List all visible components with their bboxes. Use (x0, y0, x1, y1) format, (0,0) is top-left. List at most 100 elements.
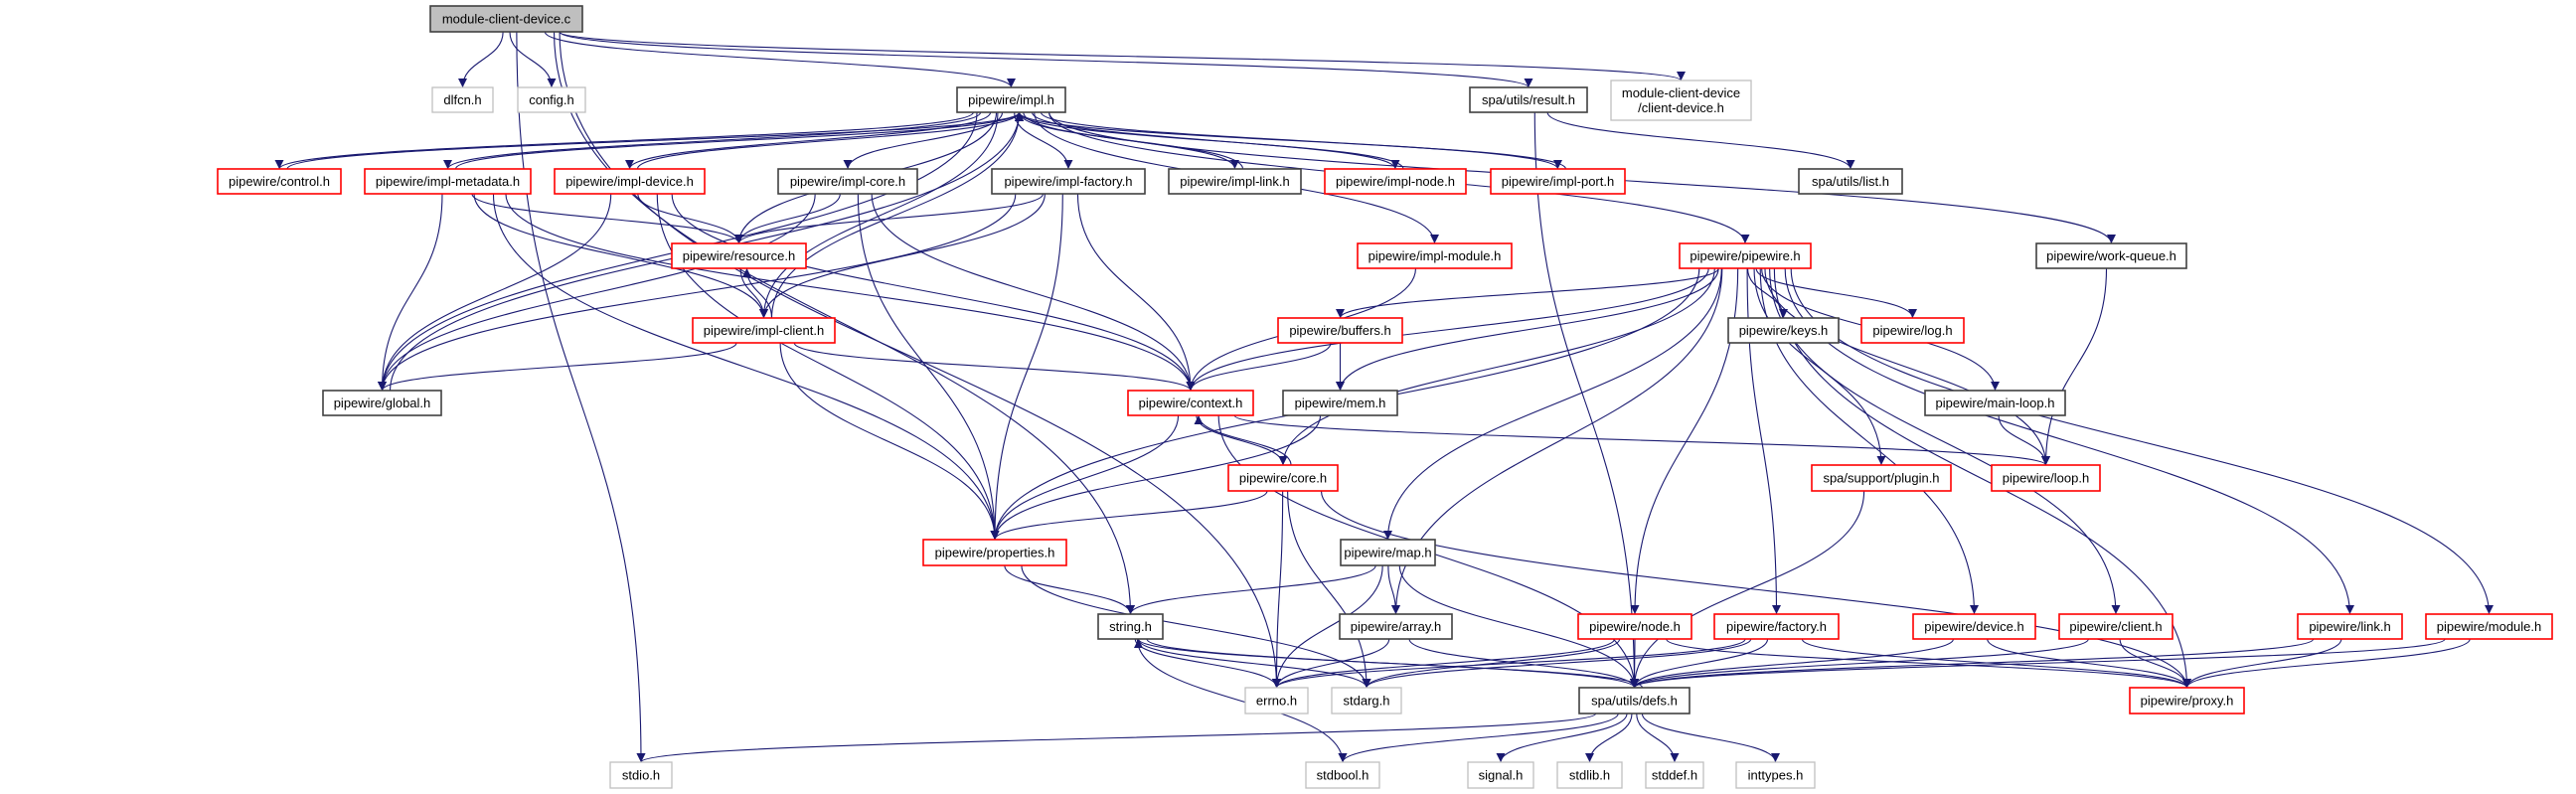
node-pipewire[interactable]: pipewire/pipewire.h (1679, 242, 1812, 269)
edge-core-to-errno (1272, 490, 1284, 689)
node-implclient[interactable]: pipewire/impl-client.h (692, 317, 836, 344)
node-box[interactable] (1991, 464, 2101, 492)
node-buffers[interactable]: pipewire/buffers.h (1277, 317, 1403, 344)
node-box (1556, 761, 1623, 789)
node-box[interactable] (1127, 390, 1254, 416)
node-box[interactable] (1339, 613, 1453, 640)
node-label: pipewire/work-queue.h (2046, 248, 2176, 263)
node-properties[interactable]: pipewire/properties.h (922, 539, 1067, 566)
node-box[interactable] (2297, 613, 2403, 640)
node-plugin[interactable]: spa/support/plugin.h (1811, 464, 1952, 492)
node-label: pipewire/log.h (1872, 323, 1952, 338)
node-box[interactable] (1357, 242, 1513, 269)
edge-metadata-to-properties (492, 193, 1000, 541)
node-string[interactable]: string.h (1097, 613, 1164, 640)
node-box[interactable] (671, 242, 807, 269)
node-node[interactable]: pipewire/node.h (1577, 613, 1692, 640)
node-box[interactable] (1578, 687, 1690, 715)
node-box[interactable] (1282, 390, 1398, 416)
node-client[interactable]: pipewire/client.h (2058, 613, 2174, 640)
node-box[interactable] (1097, 613, 1164, 640)
node-link[interactable]: pipewire/link.h (2297, 613, 2403, 640)
node-box[interactable] (2129, 687, 2245, 715)
edge-implcore-to-context (871, 193, 1196, 392)
node-box[interactable] (1860, 317, 1965, 344)
node-box[interactable] (1340, 539, 1436, 566)
node-box[interactable] (1727, 317, 1840, 344)
node-cdh: module-client-device/client-device.h (1610, 79, 1752, 121)
node-metadata[interactable]: pipewire/impl-metadata.h (364, 168, 532, 195)
node-box[interactable] (217, 168, 342, 195)
node-implport[interactable]: pipewire/impl-port.h (1490, 168, 1626, 195)
node-control[interactable]: pipewire/control.h (217, 168, 342, 195)
node-implcore[interactable]: pipewire/impl-core.h (777, 168, 918, 195)
node-result[interactable]: spa/utils/result.h (1469, 86, 1588, 113)
node-box[interactable] (2058, 613, 2174, 640)
node-label: spa/utils/list.h (1812, 174, 1889, 189)
node-impldevice[interactable]: pipewire/impl-device.h (554, 168, 706, 195)
node-global[interactable]: pipewire/global.h (322, 390, 442, 416)
edges-layer (274, 31, 2494, 763)
node-mem[interactable]: pipewire/mem.h (1282, 390, 1398, 416)
edge-implclient-to-properties (779, 342, 1000, 541)
node-box[interactable] (1811, 464, 1952, 492)
node-label: pipewire/loop.h (2003, 471, 2089, 486)
node-factory[interactable]: pipewire/factory.h (1713, 613, 1840, 640)
node-workqueue[interactable]: pipewire/work-queue.h (2035, 242, 2187, 269)
node-box[interactable] (1227, 464, 1339, 492)
node-box[interactable] (2035, 242, 2187, 269)
node-loop[interactable]: pipewire/loop.h (1991, 464, 2101, 492)
node-box[interactable] (364, 168, 532, 195)
node-box[interactable] (1469, 86, 1588, 113)
node-box[interactable] (1679, 242, 1812, 269)
node-device[interactable]: pipewire/device.h (1912, 613, 2036, 640)
node-label: pipewire/factory.h (1726, 619, 1827, 634)
node-impl[interactable]: pipewire/impl.h (956, 86, 1066, 113)
node-impllink[interactable]: pipewire/impl-link.h (1168, 168, 1302, 195)
node-list[interactable]: spa/utils/list.h (1798, 168, 1903, 195)
node-box[interactable] (1490, 168, 1626, 195)
node-box[interactable] (1577, 613, 1692, 640)
node-box[interactable] (956, 86, 1066, 113)
node-resource[interactable]: pipewire/resource.h (671, 242, 807, 269)
edge-impl-to-control (274, 111, 974, 170)
node-box[interactable] (1168, 168, 1302, 195)
node-box[interactable] (922, 539, 1067, 566)
node-box[interactable] (1277, 317, 1403, 344)
node-proxy[interactable]: pipewire/proxy.h (2129, 687, 2245, 715)
node-box[interactable] (692, 317, 836, 344)
node-defs[interactable]: spa/utils/defs.h (1578, 687, 1690, 715)
node-implfactory[interactable]: pipewire/impl-factory.h (991, 168, 1146, 195)
node-label: /client-device.h (1638, 100, 1724, 115)
node-box[interactable] (2425, 613, 2553, 640)
node-context[interactable]: pipewire/context.h (1127, 390, 1254, 416)
node-box[interactable] (1324, 168, 1467, 195)
node-map[interactable]: pipewire/map.h (1340, 539, 1436, 566)
node-label: pipewire/keys.h (1739, 323, 1829, 338)
node-box[interactable] (991, 168, 1146, 195)
edge-pipewire-to-mem (1336, 267, 1719, 392)
node-box[interactable] (777, 168, 918, 195)
node-implnode[interactable]: pipewire/impl-node.h (1324, 168, 1467, 195)
node-label: pipewire/module.h (2437, 619, 2542, 634)
node-label: pipewire/array.h (1351, 619, 1442, 634)
edge-node-to-proxy (1666, 638, 2191, 689)
node-core[interactable]: pipewire/core.h (1227, 464, 1339, 492)
node-box[interactable] (1713, 613, 1840, 640)
node-module[interactable]: pipewire/module.h (2425, 613, 2553, 640)
node-log[interactable]: pipewire/log.h (1860, 317, 1965, 344)
node-box[interactable] (1798, 168, 1903, 195)
node-box[interactable] (554, 168, 706, 195)
edge-defs-to-stdio (636, 713, 1597, 763)
node-label: pipewire/device.h (1924, 619, 2023, 634)
node-box[interactable] (1912, 613, 2036, 640)
node-keys[interactable]: pipewire/keys.h (1727, 317, 1840, 344)
node-array[interactable]: pipewire/array.h (1339, 613, 1453, 640)
node-box[interactable] (322, 390, 442, 416)
node-label: pipewire/pipewire.h (1690, 248, 1800, 263)
node-errno: errno.h (1244, 687, 1309, 715)
node-mainloop[interactable]: pipewire/main-loop.h (1924, 390, 2066, 416)
node-implmodule[interactable]: pipewire/impl-module.h (1357, 242, 1513, 269)
node-box[interactable] (1924, 390, 2066, 416)
